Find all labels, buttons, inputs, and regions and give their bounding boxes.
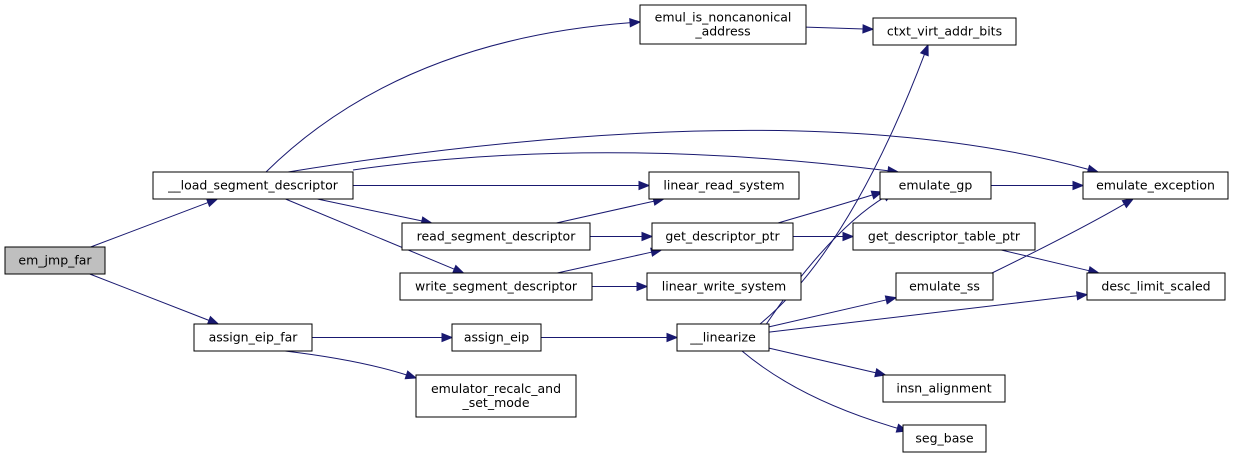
edge-emul-is-noncanonical-address-to-ctxt-virt-addr-bits [805,24,875,34]
edge-assign-eip-far-to-assign-eip [312,332,454,343]
node-emulate-ss[interactable]: emulate_ss [895,272,994,301]
node-box [872,17,1017,46]
node-ctxt-virt-addr-bits[interactable]: ctxt_virt_addr_bits [872,17,1017,46]
node-label: emulate_gp [899,178,973,193]
node-get-descriptor-ptr[interactable]: get_descriptor_ptr [651,222,794,251]
node-seg-base[interactable]: seg_base [902,424,987,453]
node-box [401,222,591,251]
edge-emulate-ss-to-emulate-exception [989,198,1135,275]
edge-read-segment-descriptor-to-get-descriptor-ptr [590,231,654,242]
call-graph-nodes: em_jmp_far __load_segment_descriptorassig… [4,4,1229,453]
edge-emulate-gp-to-emulate-exception [991,180,1085,191]
node-label: emulator_recalc_and [431,381,561,396]
edge-write-segment-descriptor-to-get-descriptor-ptr [557,247,663,274]
node-box [852,222,1036,251]
node-linear-read-system[interactable]: linear_read_system [648,171,800,200]
node-box [451,323,542,352]
edge-load-segment-descriptor-to-emulate-gp [352,152,900,176]
node-box [1086,272,1226,301]
node-label: ctxt_virt_addr_bits [887,24,1002,39]
node-label: __linearize [689,330,756,345]
node-em-jmp-far[interactable]: em_jmp_far [4,246,106,275]
node-linear-write-system[interactable]: linear_write_system [646,272,802,301]
node-box [193,323,313,352]
edge-linearize-to-emulate-gp [764,191,895,327]
node-label: _address [694,24,750,39]
edge-em-jmp-far-to-load-segment-descriptor [90,198,219,248]
call-graph-edges [89,18,1135,433]
node-box [415,374,577,418]
node-assign-eip[interactable]: assign_eip [451,323,542,352]
node-box [1082,171,1229,200]
node-emul-is-noncanonical-address[interactable]: emul_is_noncanonical_address [639,4,807,45]
node-box [651,222,794,251]
node-box [895,272,994,301]
node-load-segment-descriptor[interactable]: __load_segment_descriptor [152,171,354,200]
edge-linearize-to-ctxt-virt-addr-bits [759,43,929,325]
node-box [676,323,770,352]
node-box [882,374,1006,403]
edge-assign-eip-far-to-emulator-recalc-and-set-mode [284,350,418,380]
node-label: assign_eip_far [209,330,299,345]
edge-load-segment-descriptor-to-emulate-exception [287,129,1100,174]
edge-read-segment-descriptor-to-linear-read-system [556,196,665,224]
node-box [902,424,987,453]
node-assign-eip-far[interactable]: assign_eip_far [193,323,313,352]
node-label: desc_limit_scaled [1101,279,1210,294]
node-label: read_segment_descriptor [417,229,577,244]
edge-em-jmp-far-to-assign-eip-far [89,273,220,325]
node-label: emulate_exception [1096,178,1215,193]
node-emulator-recalc-and-set-mode[interactable]: emulator_recalc_and_set_mode [415,374,577,418]
node-label: get_descriptor_ptr [665,229,780,244]
node-box [399,272,593,301]
node-emulate-exception[interactable]: emulate_exception [1082,171,1229,200]
edge-load-segment-descriptor-to-linear-read-system [353,180,651,191]
node-read-segment-descriptor[interactable]: read_segment_descriptor [401,222,591,251]
node-box [4,246,106,275]
edge-assign-eip-to-linearize [541,332,679,343]
edge-load-segment-descriptor-to-read-segment-descriptor [317,198,433,226]
node-get-descriptor-table-ptr[interactable]: get_descriptor_table_ptr [852,222,1036,251]
node-label: write_segment_descriptor [415,279,578,294]
edge-write-segment-descriptor-to-linear-write-system [592,281,649,292]
edge-linearize-to-desc-limit-scaled [768,291,1089,333]
node-emulate-gp[interactable]: emulate_gp [879,171,992,200]
node-label: __load_segment_descriptor [167,178,339,193]
edge-load-segment-descriptor-to-emul-is-noncanonical-address [265,18,642,173]
node-box [639,4,807,45]
node-box [646,272,802,301]
edge-get-descriptor-ptr-to-emulate-gp [777,190,884,224]
edge-get-descriptor-ptr-to-get-descriptor-table-ptr [793,231,855,242]
node-label: get_descriptor_table_ptr [868,229,1021,244]
edge-linearize-to-seg-base [741,350,909,433]
edge-get-descriptor-table-ptr-to-desc-limit-scaled [1001,249,1101,276]
node-label: emulate_ss [909,279,980,294]
edge-linearize-to-insn-alignment [768,347,887,378]
node-label: insn_alignment [896,381,991,396]
node-label: linear_write_system [662,279,786,294]
node-label: _set_mode [461,395,529,410]
node-label: assign_eip [464,330,529,345]
node-label: emul_is_noncanonical [655,10,792,25]
node-label: em_jmp_far [18,253,92,268]
node-desc-limit-scaled[interactable]: desc_limit_scaled [1086,272,1226,301]
node-linearize[interactable]: __linearize [676,323,770,352]
node-box [879,171,992,200]
edge-load-segment-descriptor-to-write-segment-descriptor [285,198,465,274]
node-box [648,171,800,200]
edge-linearize-to-emulate-ss [768,295,898,328]
node-box [152,171,354,200]
node-insn-alignment[interactable]: insn_alignment [882,374,1006,403]
node-write-segment-descriptor[interactable]: write_segment_descriptor [399,272,593,301]
node-label: seg_base [915,431,973,446]
node-label: linear_read_system [663,178,784,193]
